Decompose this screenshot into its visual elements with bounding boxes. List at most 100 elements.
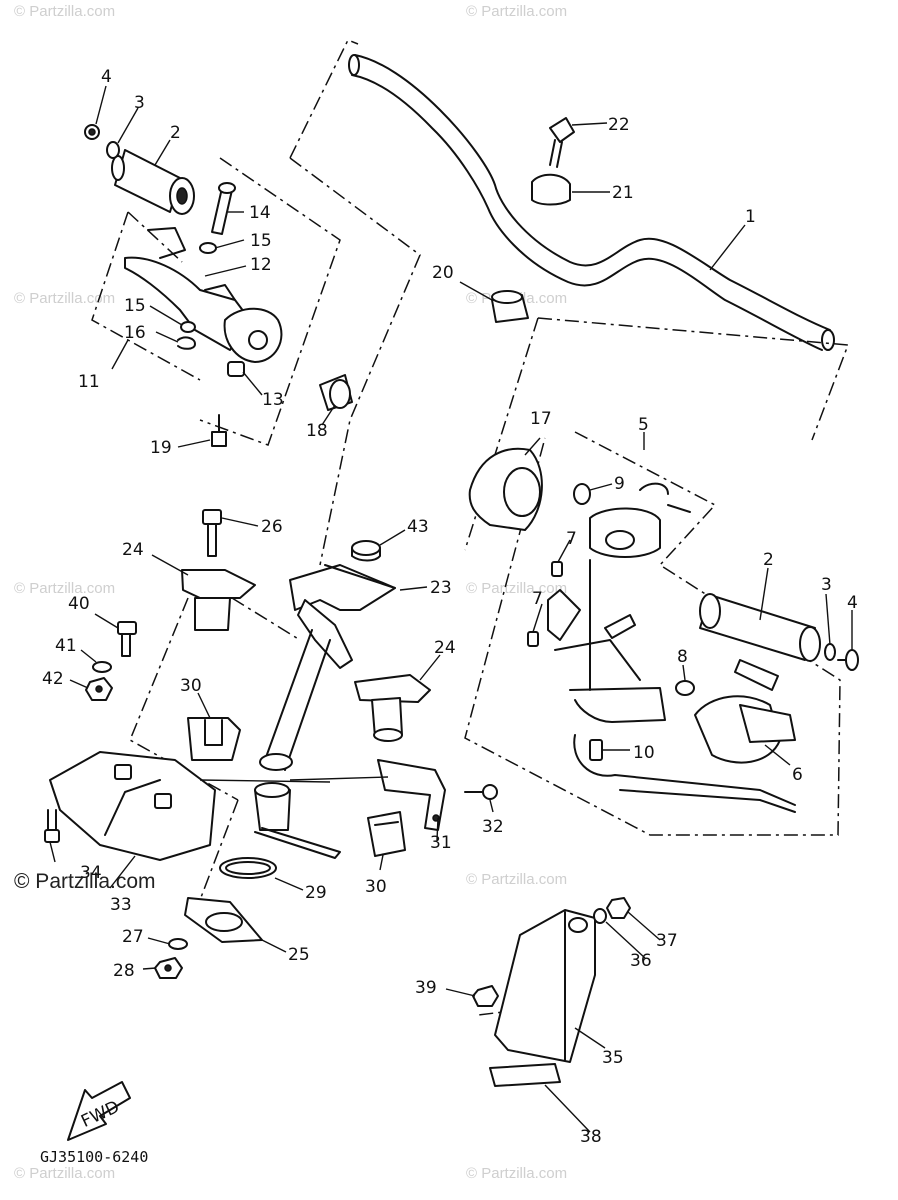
wire-lead [573, 734, 796, 813]
screws-7 [527, 561, 563, 647]
bushing-30-lower [367, 811, 406, 857]
bushing-30-upper [187, 717, 241, 761]
callout-36: 36 [630, 951, 652, 971]
handlebar[interactable] [348, 54, 835, 351]
callout-19: 19 [150, 438, 172, 458]
callout-34: 34 [80, 863, 102, 883]
watermark: © Partzilla.com [14, 3, 115, 20]
steering-bracket-lower[interactable] [354, 674, 431, 742]
collar-43 [351, 540, 381, 562]
callout-20: 20 [432, 263, 454, 283]
callout-6: 6 [792, 765, 803, 785]
callout-38: 38 [580, 1127, 602, 1147]
callout-labels: 1 2 2 3 3 4 4 5 6 7 7 8 9 10 11 12 13 14… [42, 67, 858, 1147]
nut-28 [154, 957, 183, 979]
washer-3-right [824, 643, 836, 661]
washer-36 [593, 908, 607, 924]
callout-7: 7 [566, 529, 577, 549]
callout-21: 21 [612, 183, 634, 203]
callout-22: 22 [608, 115, 630, 135]
bolt-32 [464, 784, 498, 800]
handlebar-holder-lower[interactable] [491, 290, 529, 323]
callout-42: 42 [42, 669, 64, 689]
callout-32: 32 [482, 817, 504, 837]
callout-17: 17 [530, 409, 552, 429]
washer-15-lower [180, 321, 196, 333]
bolt-14 [211, 182, 236, 235]
callout-28: 28 [113, 961, 135, 981]
callout-31: 31 [430, 833, 452, 853]
spring-assembly [604, 614, 779, 691]
bolt-40 [117, 621, 137, 657]
callout-35: 35 [602, 1048, 624, 1068]
callout-37: 37 [656, 931, 678, 951]
callout-40: 40 [68, 594, 90, 614]
callout-33: 33 [110, 895, 132, 915]
group-outlines [91, 39, 850, 1016]
steering-bracket-upper[interactable] [181, 569, 256, 631]
cap-17[interactable] [468, 447, 543, 531]
callout-9: 9 [614, 474, 625, 494]
callout-5: 5 [638, 415, 649, 435]
screw-4-right [837, 649, 859, 671]
button-9 [573, 483, 591, 505]
watermark: © Partzilla.com [466, 580, 567, 597]
screw-10 [589, 739, 603, 761]
callout-12: 12 [250, 255, 272, 275]
nut-39 [472, 985, 499, 1007]
right-grip[interactable] [699, 593, 821, 662]
callout-13: 13 [262, 390, 284, 410]
callout-23: 23 [430, 578, 452, 598]
callout-39: 39 [415, 978, 437, 998]
handlebar-holder-upper[interactable] [531, 173, 571, 206]
washer-15-upper [199, 242, 217, 254]
callout-1: 1 [745, 207, 756, 227]
switch-housing[interactable] [547, 482, 691, 723]
callout-27: 27 [122, 927, 144, 947]
callout-7: 7 [532, 589, 543, 609]
callout-16: 16 [124, 323, 146, 343]
nut-13 [227, 361, 245, 377]
bolt-19 [211, 414, 227, 447]
throttle-housing[interactable] [124, 227, 283, 363]
clip-16 [177, 336, 196, 350]
callout-24: 24 [434, 638, 456, 658]
plate-25 [184, 897, 263, 943]
bracket-23 [324, 564, 396, 589]
washer-3-left [106, 141, 120, 159]
switch-cover-6[interactable] [694, 695, 796, 764]
diagram-code: GJ35100-6240 [40, 1148, 148, 1166]
callout-10: 10 [633, 743, 655, 763]
plate-33[interactable] [49, 751, 216, 861]
callout-8: 8 [677, 647, 688, 667]
callout-30: 30 [180, 676, 202, 696]
watermark: © Partzilla.com [466, 1165, 567, 1182]
callout-18: 18 [306, 421, 328, 441]
watermark: © Partzilla.com [466, 3, 567, 20]
bolt-26 [202, 509, 222, 557]
plate-38 [489, 1063, 561, 1087]
callout-11: 11 [78, 372, 100, 392]
callout-15: 15 [250, 231, 272, 251]
watermark: © Partzilla.com [14, 290, 115, 307]
bolt-34 [44, 809, 60, 843]
left-grip[interactable] [111, 149, 195, 215]
leader-lines [49, 85, 853, 1133]
plug-8 [675, 680, 695, 696]
screw-4-left [84, 124, 100, 140]
callout-4: 4 [847, 593, 858, 613]
nut-42 [85, 677, 113, 701]
watermark: © Partzilla.com [466, 871, 567, 888]
washer-27 [168, 938, 188, 950]
band-29 [219, 857, 277, 879]
callout-25: 25 [288, 945, 310, 965]
bracket-35[interactable] [494, 909, 596, 1063]
callout-2: 2 [763, 550, 774, 570]
washer-41 [92, 661, 112, 673]
callout-26: 26 [261, 517, 283, 537]
watermark: © Partzilla.com [14, 580, 115, 597]
callout-3: 3 [134, 93, 145, 113]
steering-column[interactable] [254, 564, 396, 859]
